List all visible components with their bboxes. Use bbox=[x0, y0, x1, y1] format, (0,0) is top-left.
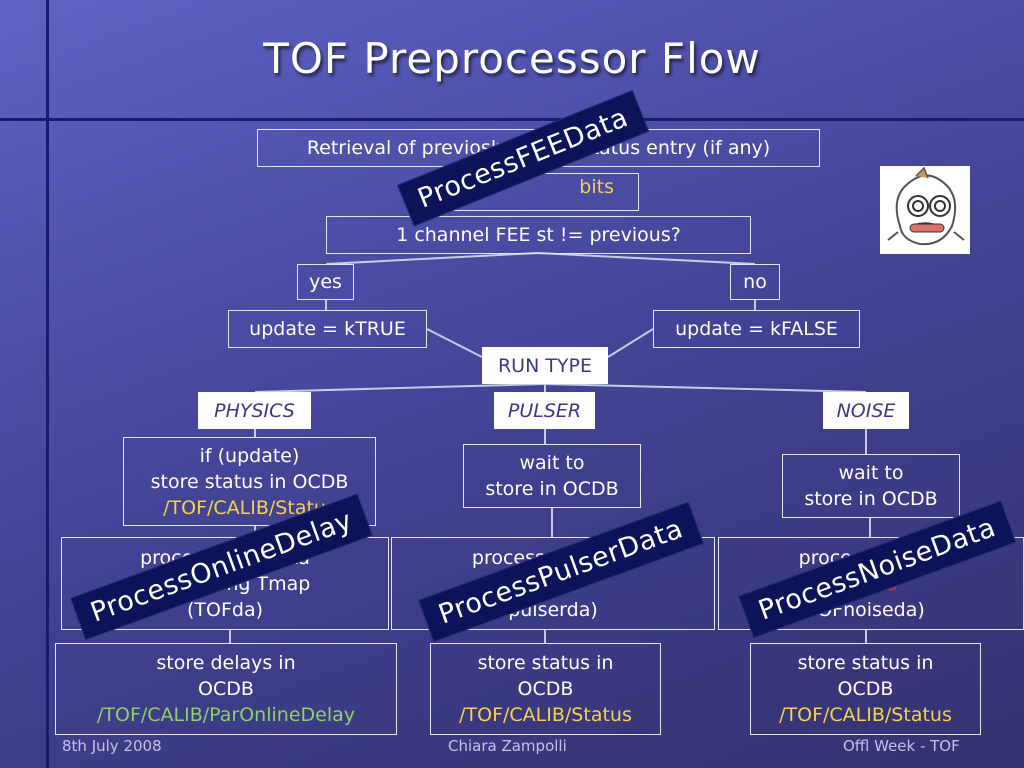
physics-text: PHYSICS bbox=[214, 399, 295, 422]
run-type-box: RUN TYPE bbox=[482, 347, 608, 384]
decorative-vertical-line bbox=[46, 0, 49, 768]
noise-wait-line1: wait to bbox=[838, 462, 904, 484]
physics-delays-line1: store delays in bbox=[156, 652, 296, 674]
connector-check-no bbox=[537, 252, 756, 265]
yes-box: yes bbox=[297, 264, 354, 300]
check-text: 1 channel FEE st != previous? bbox=[396, 224, 681, 246]
noise-wait-line2: store in OCDB bbox=[804, 488, 938, 510]
update-false-box: update = kFALSE bbox=[653, 310, 860, 348]
noise-label: NOISE bbox=[823, 392, 909, 429]
noise-status-box: store status in OCDB /TOF/CALIB/Status bbox=[750, 643, 981, 735]
update-true-box: update = kTRUE bbox=[228, 310, 427, 348]
pulser-label: PULSER bbox=[494, 392, 595, 429]
pulser-status-path: /TOF/CALIB/Status bbox=[459, 704, 632, 726]
noise-status-line2: OCDB bbox=[837, 678, 894, 700]
connector-true-run bbox=[426, 328, 483, 358]
connector-run-physics bbox=[254, 383, 546, 393]
physics-label: PHYSICS bbox=[198, 392, 311, 429]
pulser-wait-line1: wait to bbox=[519, 452, 585, 474]
physics-delays-path: /TOF/CALIB/ParOnlineDelay bbox=[96, 704, 355, 726]
noise-status-line1: store status in bbox=[797, 652, 934, 674]
noise-status-path: /TOF/CALIB/Status bbox=[779, 704, 952, 726]
noise-wait-box: wait to store in OCDB bbox=[782, 454, 960, 518]
footer-date: 8th July 2008 bbox=[62, 737, 162, 755]
noise-text: NOISE bbox=[836, 399, 896, 422]
pulser-wait-box: wait to store in OCDB bbox=[463, 444, 641, 508]
pulser-text: PULSER bbox=[507, 399, 582, 422]
physics-store-line1: if (update) bbox=[199, 444, 300, 467]
footer-event: Offl Week - TOF bbox=[843, 737, 960, 755]
pulser-status-line1: store status in bbox=[477, 652, 614, 674]
connector-false-run bbox=[607, 328, 654, 358]
physics-store-line2: store status in OCDB bbox=[150, 470, 349, 493]
update-false-text: update = kFALSE bbox=[675, 318, 838, 340]
pulser-wait-line2: store in OCDB bbox=[485, 478, 619, 500]
dizzy-face-image bbox=[880, 166, 970, 254]
pulser-status-line2: OCDB bbox=[517, 678, 574, 700]
connector-check-yes bbox=[325, 252, 539, 265]
no-box: no bbox=[730, 264, 780, 300]
connector-run-noise bbox=[544, 383, 867, 393]
pulser-status-box: store status in OCDB /TOF/CALIB/Status bbox=[430, 643, 661, 735]
physics-store-box: if (update) store status in OCDB /TOF/CA… bbox=[123, 437, 376, 526]
decorative-horizontal-line bbox=[0, 118, 1024, 121]
loop-bits-text: bits bbox=[579, 176, 614, 198]
run-type-text: RUN TYPE bbox=[497, 354, 593, 377]
no-text: no bbox=[743, 271, 767, 293]
slide-title: TOF Preprocessor Flow bbox=[263, 34, 761, 83]
footer-author: Chiara Zampolli bbox=[448, 737, 567, 755]
physics-store-path: /TOF/CALIB/Status bbox=[163, 496, 336, 519]
update-true-text: update = kTRUE bbox=[249, 318, 406, 340]
yes-text: yes bbox=[309, 271, 342, 293]
physics-delays-box: store delays in OCDB /TOF/CALIB/ParOnlin… bbox=[55, 643, 397, 735]
physics-delays-line2: OCDB bbox=[198, 678, 254, 700]
physics-process-line3: (TOFda) bbox=[186, 598, 264, 621]
check-box: 1 channel FEE st != previous? bbox=[326, 216, 751, 254]
